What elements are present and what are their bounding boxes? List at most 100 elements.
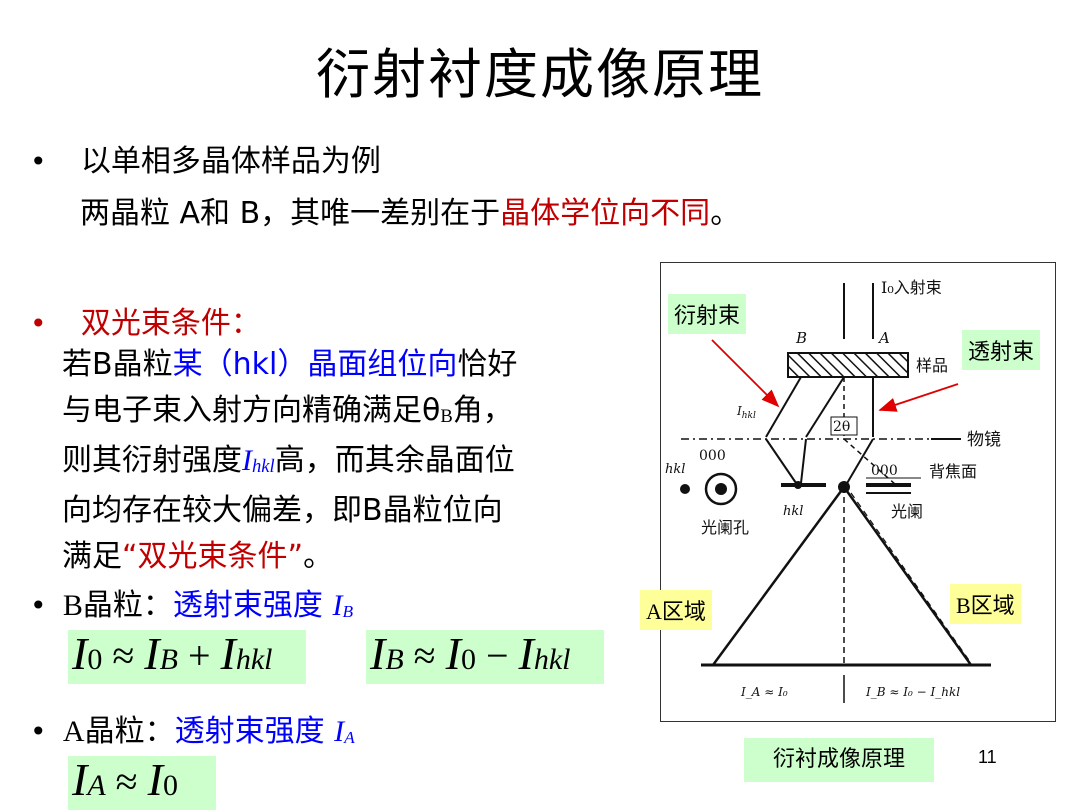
two-theta-label: 2θ (833, 419, 850, 435)
zero-right-label: 000 (871, 463, 898, 479)
p3-sub: hkl (252, 456, 275, 478)
central-spot-icon (715, 483, 727, 495)
a-grain-bullet: • A晶粒：透射束强度 IA (30, 706, 355, 750)
p5-highlight: “双光束条件” (122, 539, 304, 574)
hkl-left-label: hkl (665, 462, 685, 477)
a-grain-desc: 透射束强度 (174, 714, 335, 749)
p1-highlight: 某（hkl）晶面组位向 (172, 347, 458, 382)
f3-I: I (147, 754, 163, 805)
f2-hkl: hkl (533, 643, 571, 676)
diagram-svg: I₀入射束 B A 样品 Ihkl 2θ 物镜 hkl 000 光阑孔 (665, 278, 1001, 703)
two-beam-p1: 若B晶粒某（hkl）晶面组位向恰好 (62, 342, 517, 388)
aperture-hole-label: 光阑孔 (701, 518, 749, 537)
bottom-right-label: I_B ≈ I₀ − I_hkl (865, 685, 960, 699)
grain-a-label: A (877, 329, 890, 347)
grain-b-label: B (795, 329, 807, 347)
bullet-dot-icon: • (30, 715, 47, 748)
transmitted-arrow (878, 383, 959, 412)
f3-IA: I (72, 754, 88, 805)
b-grain-sub: B (342, 602, 354, 622)
f1-approx: ≈ (102, 633, 145, 678)
p2-sub: B (440, 406, 453, 428)
f1-hkl: hkl (235, 643, 273, 676)
diffracted-beam (765, 376, 802, 438)
two-theta-box (830, 416, 858, 436)
slide-title: 衍射衬度成像原理 (316, 43, 764, 106)
f3-approx: ≈ (105, 759, 148, 804)
f1-B: B (159, 643, 178, 676)
b-grain-bullet: • B晶粒：透射束强度 IB (30, 580, 353, 624)
p5-a: 满足 (62, 539, 122, 574)
diffracted-arrow (711, 339, 780, 408)
f1-I: I (72, 628, 88, 679)
p3-a: 则其衍射强度 (62, 443, 242, 478)
diffracted-focus (765, 438, 797, 484)
two-beam-bullet: • 双光束条件： (30, 298, 261, 342)
p1-c: 恰好 (457, 347, 518, 382)
b-grain-sym: I (332, 589, 343, 622)
two-beam-p2: 与电子束入射方向精确满足θB角， (62, 388, 517, 438)
a-grain-sym: I (334, 715, 345, 748)
f2-I: I (445, 628, 461, 679)
f2-zero: 0 (460, 643, 476, 676)
transmitted-focus (845, 438, 874, 486)
p5-c: 。 (303, 539, 334, 574)
hkl-under-label: hkl (783, 504, 803, 519)
b-grain-desc: 透射束强度 (172, 588, 333, 623)
incident-label: I₀入射束 (881, 278, 942, 297)
back-focal-label: 背焦面 (929, 462, 977, 481)
f2-approx: ≈ (403, 633, 446, 678)
image-ray-left (711, 486, 846, 666)
intro-line2: 两晶粒 A和 B，其唯一差别在于晶体学位向不同。 (80, 188, 740, 232)
diffracted-focus-2 (800, 438, 807, 484)
intro-line2-highlight: 晶体学位向不同 (500, 196, 711, 231)
callout-b-region: B区域 (950, 584, 1021, 624)
two-beam-p5: 满足“双光束条件”。 (62, 534, 517, 580)
f1-IB: I (144, 628, 160, 679)
sample-label: 样品 (916, 356, 948, 375)
hkl-spot-icon (680, 484, 690, 494)
lens-label: 物镜 (967, 430, 1001, 450)
bullet-dot-icon: • (30, 589, 47, 622)
f1-Ihkl: I (220, 628, 236, 679)
diffracted-beam-2 (805, 376, 845, 438)
page-number: 11 (978, 747, 997, 767)
f3-zero: 0 (162, 769, 178, 802)
two-beam-p3: 则其衍射强度Ihkl高，而其余晶面位 (62, 438, 517, 488)
p2-end: 角， (452, 393, 513, 428)
intro-bullet: • 以单相多晶体样品为例 (30, 136, 381, 180)
f2-Ihkl: I (518, 628, 534, 679)
f3-A: A (87, 769, 106, 802)
p3-I: I (242, 444, 252, 477)
two-beam-p4: 向均存在较大偏差，即B晶粒位向 (62, 493, 503, 528)
callout-transmitted: 透射束 (962, 330, 1041, 370)
aperture-ring-icon (704, 472, 738, 506)
f1-zero: 0 (87, 643, 103, 676)
f2-B: B (385, 643, 404, 676)
sample-block (787, 352, 909, 378)
a-grain-sub: A (344, 728, 355, 748)
image-ray-right (842, 486, 973, 666)
a-grain-label: A晶粒： (62, 715, 175, 748)
b-grain-label: B晶粒： (62, 589, 173, 622)
formula-i0-sum: I0 ≈ IB + Ihkl (68, 630, 306, 684)
f2-IB: I (370, 628, 386, 679)
two-beam-paragraph: 若B晶粒某（hkl）晶面组位向恰好 与电子束入射方向精确满足θB角， 则其衍射强… (62, 342, 517, 580)
bullet-dot-icon: • (30, 307, 47, 340)
p3-b: 高，而其余晶面位 (274, 443, 515, 478)
diagram-caption: 衍衬成像原理 (744, 738, 934, 782)
formula-ib-diff: IB ≈ I0 − Ihkl (366, 630, 604, 684)
intro-line2-end: 。 (710, 196, 741, 231)
dashed-ray (843, 438, 897, 486)
intro-line2-a: 两晶粒 A和 B，其唯一差别在于 (80, 196, 501, 231)
image-dash-right (850, 492, 972, 664)
bullet-dot-icon: • (30, 145, 47, 178)
callout-a-region: A区域 (640, 590, 712, 630)
f1-plus: + (177, 633, 221, 678)
p2-text: 与电子束入射方向精确满足θ (62, 393, 441, 428)
hkl-focus-spot-icon (794, 481, 802, 489)
two-beam-heading: 双光束条件： (80, 306, 261, 341)
p1-a: 若B晶粒 (62, 347, 173, 382)
aperture-label: 光阑 (891, 502, 923, 521)
